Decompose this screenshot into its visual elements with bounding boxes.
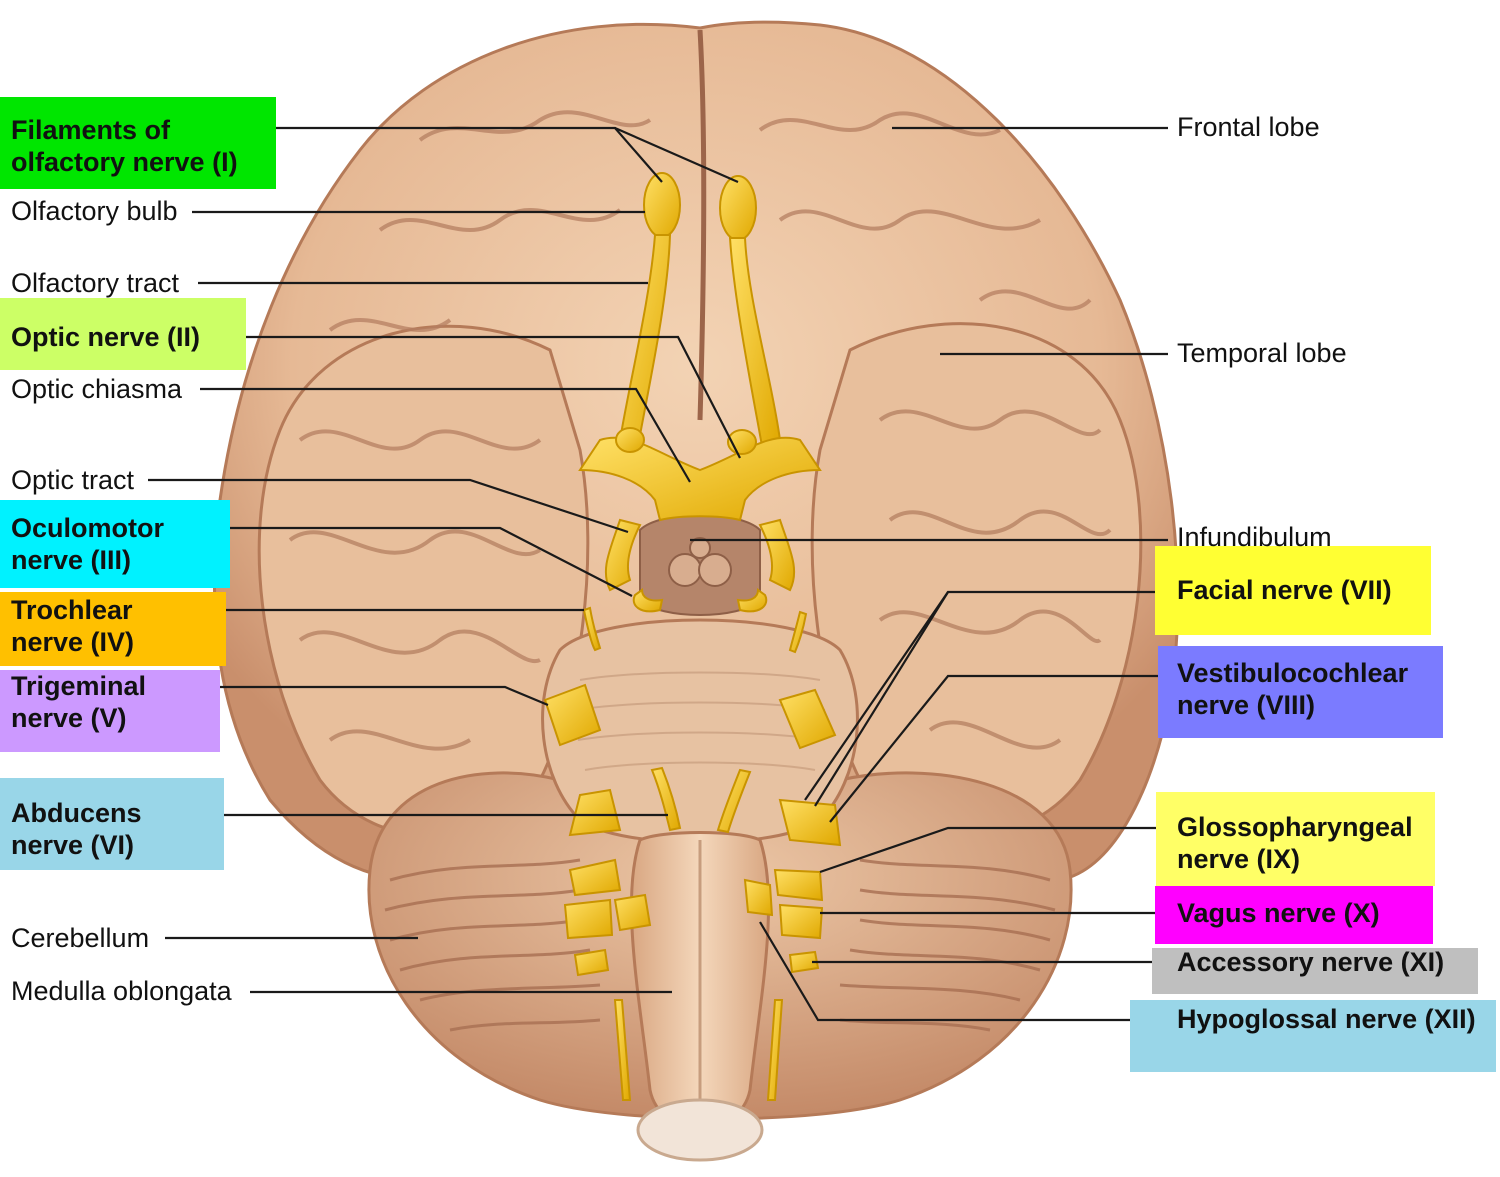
- box-trigeminal-nerve: [0, 670, 220, 752]
- label-frontal-lobe: Frontal lobe: [1177, 112, 1320, 142]
- olfactory-bulb-left: [643, 172, 681, 238]
- label-olfactory-filaments: Filaments of olfactory nerve (I): [11, 115, 238, 177]
- box-optic-nerve: [0, 298, 246, 370]
- box-vestibulocochlear-nerve: [1158, 646, 1443, 738]
- olfactory-bulb-right: [719, 175, 757, 241]
- cerebrum: [212, 20, 1180, 882]
- label-cerebellum: Cerebellum: [11, 923, 150, 953]
- label-accessory-nerve: Accessory nerve (XI): [1177, 947, 1445, 977]
- label-glossopharyngeal-nerve: Glossopharyngeal nerve (IX): [1177, 812, 1413, 874]
- box-vagus-nerve: [1155, 886, 1433, 944]
- label-optic-nerve: Optic nerve (II): [11, 322, 201, 352]
- label-vestibulocochlear-nerve: Vestibulocochlear nerve (VIII): [1177, 658, 1409, 720]
- label-infundibulum: Infundibulum: [1177, 522, 1332, 552]
- spinal-cord-cut: [636, 1098, 764, 1162]
- label-abducens-nerve: Abducens nerve (VI): [11, 798, 142, 860]
- label-temporal-lobe: Temporal lobe: [1177, 338, 1347, 368]
- label-olfactory-tract: Olfactory tract: [11, 268, 180, 298]
- box-facial-nerve: [1155, 546, 1431, 635]
- label-trigeminal-nerve: Trigeminal nerve (V): [11, 671, 147, 733]
- label-oculomotor-nerve: Oculomotor nerve (III): [11, 513, 164, 575]
- trigeminal-right: [778, 688, 837, 750]
- label-olfactory-bulb: Olfactory bulb: [11, 196, 178, 226]
- label-facial-nerve: Facial nerve (VII): [1177, 575, 1392, 605]
- trigeminal-left: [543, 683, 602, 747]
- box-trochlear-nerve: [0, 592, 226, 666]
- label-medulla-oblongata: Medulla oblongata: [11, 976, 232, 1006]
- leader-lines: [146, 126, 1168, 1022]
- label-trochlear-nerve: Trochlear nerve (IV): [11, 595, 135, 657]
- box-hypoglossal-nerve: [1130, 1000, 1496, 1072]
- label-hypoglossal-nerve: Hypoglossal nerve (XII): [1177, 1004, 1476, 1034]
- optic-chiasma-shape: [578, 436, 822, 522]
- box-glossopharyngeal-nerve: [1156, 792, 1435, 886]
- box-accessory-nerve: [1152, 948, 1478, 994]
- label-optic-tract: Optic tract: [11, 465, 135, 495]
- box-abducens-nerve: [0, 778, 224, 870]
- label-vagus-nerve: Vagus nerve (X): [1177, 898, 1380, 928]
- label-optic-chiasma: Optic chiasma: [11, 374, 183, 404]
- box-olfactory-nerve: [0, 97, 276, 189]
- box-oculomotor-nerve: [0, 500, 230, 588]
- cranial-nerves: [543, 172, 842, 1101]
